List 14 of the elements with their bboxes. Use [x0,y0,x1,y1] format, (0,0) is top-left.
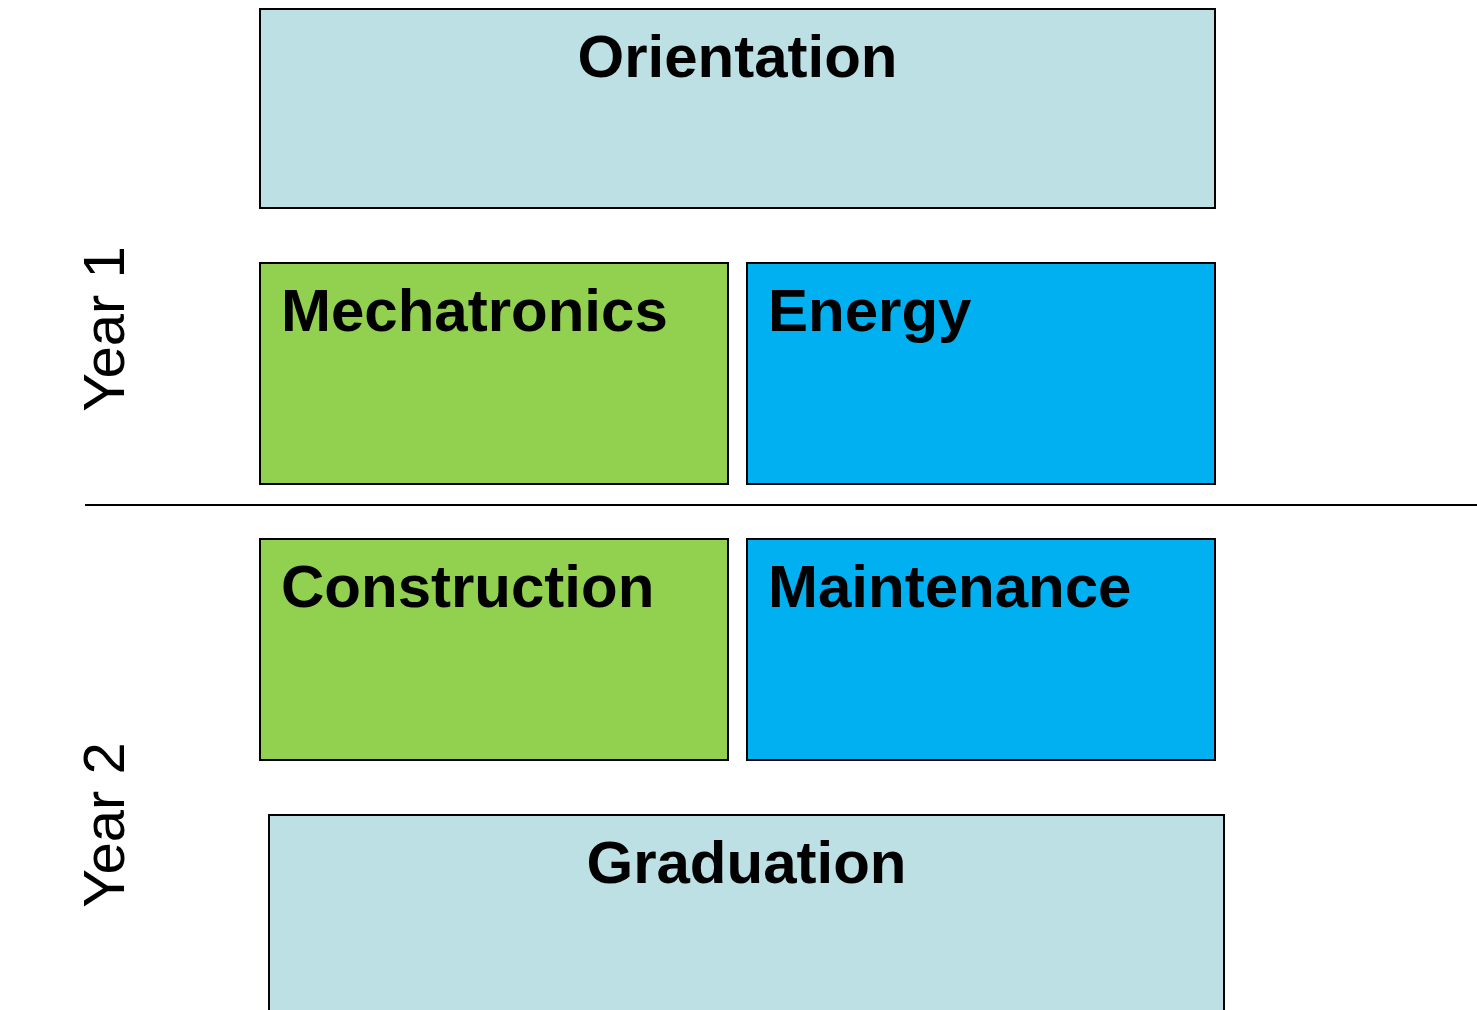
course-box [259,538,729,761]
course-box [259,8,1216,209]
course-box [746,262,1216,485]
course-title: Maintenance [768,554,1132,620]
course-box [746,538,1216,761]
year-label: Year 2 [74,742,133,908]
course-box [259,262,729,485]
year-label: Year 1 [74,246,133,412]
course-title: Energy [768,278,972,344]
course-title: Orientation [577,24,898,90]
course-title: Graduation [586,830,907,896]
course-box [268,814,1225,1010]
course-title: Construction [281,554,655,620]
course-title: Mechatronics [281,278,668,344]
